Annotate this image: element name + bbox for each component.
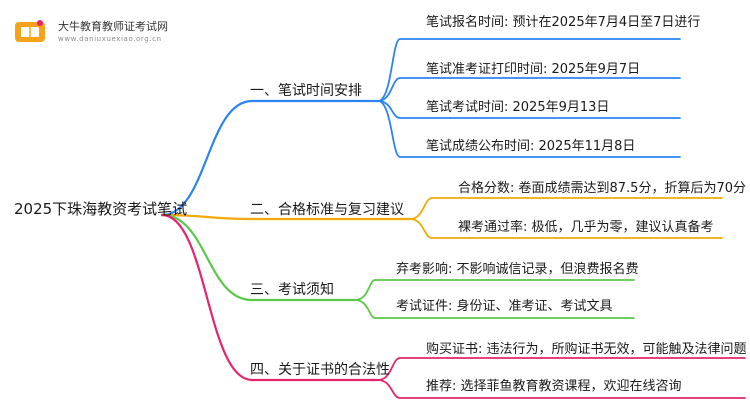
branch-schedule: 一、笔试时间安排	[250, 83, 362, 99]
logo-title: 大牛教育教师证考试网	[58, 20, 168, 33]
leaf-buy-certificate: 购买证书: 违法行为，所购证书无效，可能触及法律问题	[426, 342, 747, 357]
root-connector	[160, 213, 254, 302]
book-icon	[15, 20, 45, 42]
leaf-exam-time: 笔试考试时间: 2025年9月13日	[426, 100, 610, 115]
leaf-recommendation: 推荐: 选择菲鱼教育教资课程，欢迎在线咨询	[426, 379, 682, 394]
leaf-exam-documents: 考试证件: 身份证、准考证、考试文具	[396, 299, 613, 314]
leaf-connector	[377, 100, 681, 158]
leaf-connector	[377, 38, 681, 102]
root-connector	[160, 99, 254, 217]
branch-exam-notice: 三、考试须知	[250, 282, 334, 298]
leaf-connector	[354, 299, 635, 319]
leaf-connector	[377, 379, 746, 399]
leaf-absence-impact: 弃考影响: 不影响诚信记录，但浪费报名费	[396, 262, 639, 277]
leaf-connector	[377, 357, 746, 381]
mindmap-root: 2025下珠海教资考试笔试	[14, 200, 188, 218]
branch-passing-standard: 二、合格标准与复习建议	[250, 202, 404, 218]
leaf-pass-rate: 裸考通过率: 极低，几乎为零，建议认真备考	[458, 220, 714, 235]
leaf-passing-score: 合格分数: 卷面成绩需达到87.5分，折算后为70分	[458, 181, 746, 196]
leaf-connector	[354, 279, 635, 301]
leaf-admission-ticket-time: 笔试准考证打印时间: 2025年9月7日	[426, 62, 641, 77]
branch-certificate-legality: 四、关于证书的合法性	[250, 362, 390, 378]
root-connector	[160, 213, 254, 382]
logo-url: www.daniuxuexiao.org.cn	[58, 35, 162, 43]
leaf-results-time: 笔试成绩公布时间: 2025年11月8日	[426, 139, 636, 154]
leaf-connector	[409, 218, 723, 239]
site-logo: 大牛教育教师证考试网 www.daniuxuexiao.org.cn	[10, 10, 200, 50]
leaf-connector	[409, 197, 723, 220]
root-connector	[160, 213, 254, 221]
leaf-registration-time: 笔试报名时间: 预计在2025年7月4日至7日进行	[426, 15, 701, 30]
leaf-connector	[377, 77, 681, 102]
